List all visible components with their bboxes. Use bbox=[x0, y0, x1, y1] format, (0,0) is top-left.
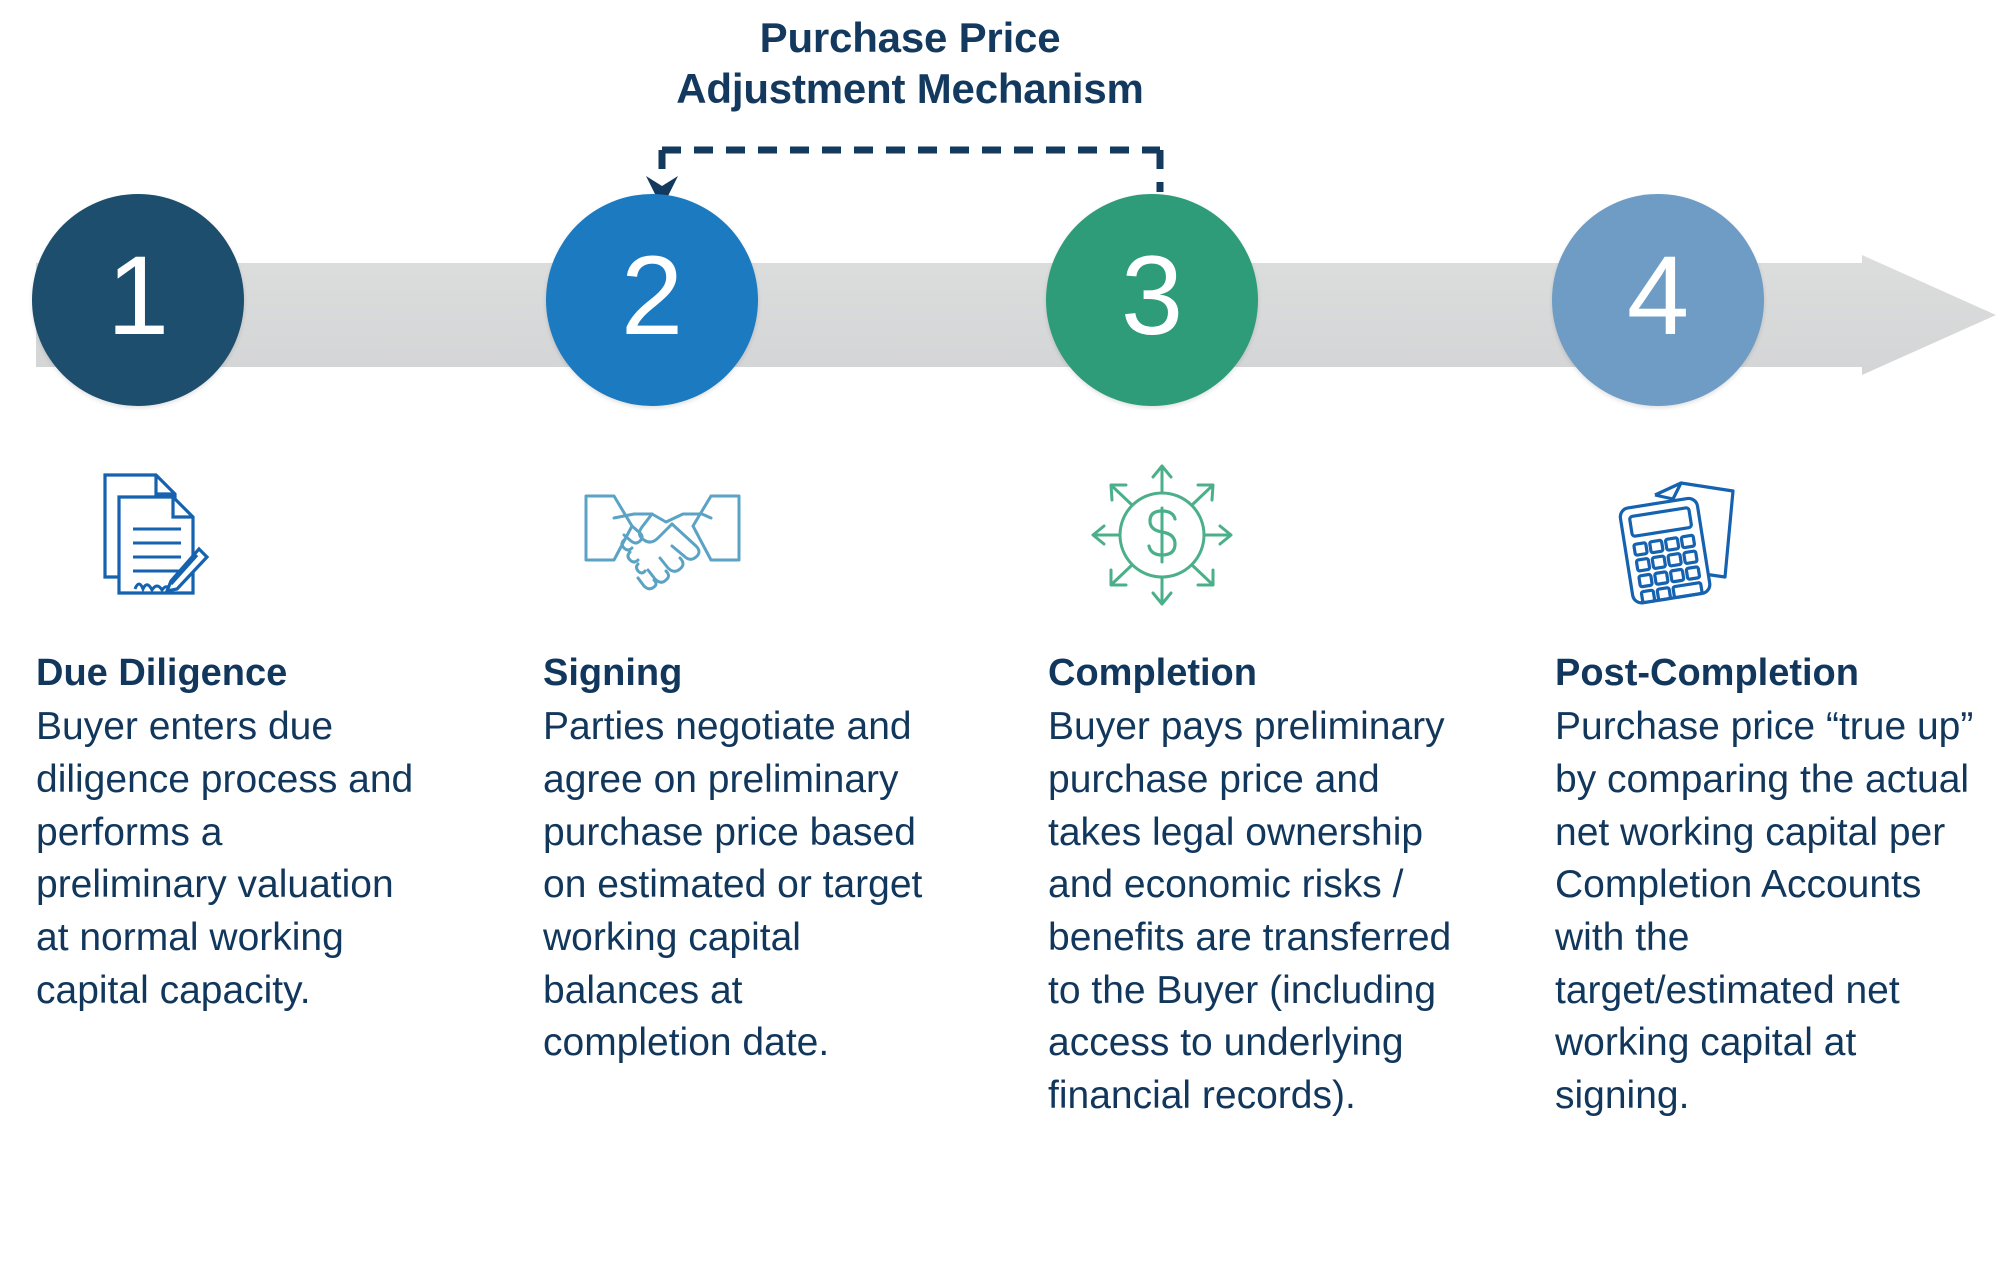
step-body-2: Parties negotiate and agree on prelimina… bbox=[543, 705, 923, 1065]
step-number-3: 3 bbox=[1120, 233, 1184, 358]
callout-title: Purchase Price Adjustment Mechanism bbox=[560, 12, 1260, 114]
step-circle-1[interactable]: 1 bbox=[32, 194, 244, 406]
step-heading-3: Completion bbox=[1048, 652, 1257, 694]
icon-slot-1 bbox=[48, 455, 268, 615]
step-text-4: Post-Completion Purchase price “true up”… bbox=[1555, 648, 1975, 1122]
step-text-1: Due Diligence Buyer enters due diligence… bbox=[36, 648, 416, 1017]
callout-title-line-1: Purchase Price bbox=[759, 14, 1061, 61]
dashed-bracket-connector bbox=[646, 146, 1164, 208]
calculator-document-icon bbox=[1618, 481, 1735, 605]
icon-slot-3 bbox=[1052, 455, 1272, 615]
step-text-3: Completion Buyer pays preliminary purcha… bbox=[1048, 648, 1463, 1122]
callout-title-line-2: Adjustment Mechanism bbox=[676, 65, 1144, 113]
step-circle-2[interactable]: 2 bbox=[546, 194, 758, 406]
bracket-arrowhead-down bbox=[646, 176, 678, 208]
step-circle-3[interactable]: 3 bbox=[1046, 194, 1258, 406]
step-body-1: Buyer enters due diligence process and p… bbox=[36, 705, 414, 1012]
timeline-arrow-shape bbox=[36, 255, 1996, 375]
dollar-expand-icon bbox=[1091, 464, 1233, 606]
step-body-4: Purchase price “true up” by comparing th… bbox=[1555, 705, 1974, 1117]
icon-slot-4 bbox=[1570, 455, 1790, 615]
step-number-2: 2 bbox=[620, 233, 684, 358]
timeline-arrow bbox=[36, 255, 1996, 375]
step-heading-2: Signing bbox=[543, 652, 683, 694]
step-body-3: Buyer pays preliminary purchase price an… bbox=[1048, 705, 1452, 1117]
icon-slot-2 bbox=[552, 455, 772, 615]
step-heading-4: Post-Completion bbox=[1555, 652, 1859, 694]
document-pen-icon bbox=[103, 473, 210, 595]
step-number-1: 1 bbox=[106, 233, 170, 358]
step-heading-1: Due Diligence bbox=[36, 652, 288, 694]
step-circle-4[interactable]: 4 bbox=[1552, 194, 1764, 406]
step-number-4: 4 bbox=[1626, 233, 1690, 358]
step-text-2: Signing Parties negotiate and agree on p… bbox=[543, 648, 933, 1070]
handshake-icon bbox=[584, 494, 740, 590]
